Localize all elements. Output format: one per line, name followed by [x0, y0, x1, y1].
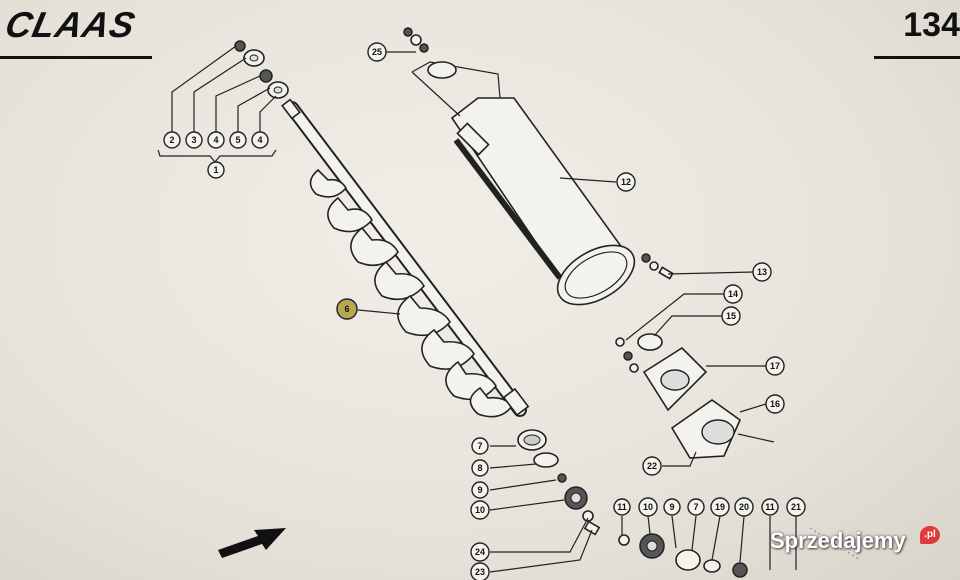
callout-11: 11 [613, 498, 631, 516]
header-rule-right [874, 56, 960, 59]
callout-7: 7 [687, 498, 705, 516]
auger-assembly [285, 101, 530, 418]
watermark-badge: .pl [920, 526, 940, 544]
svg-text:24: 24 [475, 547, 485, 557]
callout-13: 13 [752, 262, 772, 282]
callout-10: 10 [638, 497, 658, 517]
callout-5: 5 [229, 131, 247, 149]
tube-clamp [456, 122, 490, 156]
callout-11: 11 [761, 498, 779, 516]
svg-text:10: 10 [643, 502, 653, 512]
callout-23: 23 [470, 562, 490, 580]
svg-text:19: 19 [715, 502, 725, 512]
top-hardware [234, 40, 301, 120]
callout-9: 9 [471, 481, 489, 499]
svg-text:5: 5 [235, 135, 240, 145]
bearing [675, 549, 701, 571]
auger-tube [403, 27, 636, 306]
auger-flight [309, 168, 347, 198]
svg-text:20: 20 [739, 502, 749, 512]
callout-9: 9 [663, 498, 681, 516]
svg-text:23: 23 [475, 567, 485, 577]
callout-24: 24 [470, 542, 490, 562]
callout-22: 22 [642, 456, 662, 476]
auger-flight [350, 226, 399, 267]
seal-ring [637, 333, 663, 351]
shaft-stub [281, 98, 301, 120]
svg-text:7: 7 [693, 502, 698, 512]
nut [259, 69, 273, 83]
callout-8: 8 [471, 459, 489, 477]
bottom-row-hardware [618, 527, 861, 578]
callout-6: 6 [336, 298, 358, 320]
direction-arrow [218, 528, 286, 558]
svg-text:11: 11 [765, 502, 775, 512]
callout-1: 1 [207, 161, 225, 179]
svg-text:21: 21 [791, 502, 801, 512]
ring [533, 452, 559, 468]
svg-text:9: 9 [669, 502, 674, 512]
svg-text:17: 17 [770, 361, 780, 371]
svg-text:8: 8 [477, 463, 482, 473]
svg-text:22: 22 [647, 461, 657, 471]
svg-text:15: 15 [726, 311, 736, 321]
right-hardware [615, 253, 775, 459]
svg-text:9: 9 [477, 485, 482, 495]
auger-flight [327, 196, 373, 233]
callout-12: 12 [616, 172, 636, 192]
callout-14: 14 [723, 284, 743, 304]
callout-15: 15 [721, 306, 741, 326]
callout-2: 2 [163, 131, 181, 149]
callout-10: 10 [470, 500, 490, 520]
page-number: 134 [903, 6, 960, 44]
svg-text:2: 2 [169, 135, 174, 145]
callout-21: 21 [786, 497, 806, 517]
tube-bail [411, 61, 501, 117]
svg-text:16: 16 [770, 399, 780, 409]
svg-text:11: 11 [617, 502, 627, 512]
svg-text:13: 13 [757, 267, 767, 277]
callout-20: 20 [734, 497, 754, 517]
svg-text:14: 14 [728, 289, 738, 299]
callout-16: 16 [765, 394, 785, 414]
svg-text:10: 10 [475, 505, 485, 515]
shaft-end [502, 387, 530, 417]
svg-text:1: 1 [213, 165, 218, 175]
svg-text:3: 3 [191, 135, 196, 145]
callout-19: 19 [710, 497, 730, 517]
callout-3: 3 [185, 131, 203, 149]
callout-25: 25 [367, 42, 387, 62]
svg-text:12: 12 [621, 177, 631, 187]
callout-4: 4 [207, 131, 225, 149]
svg-text:7: 7 [477, 441, 482, 451]
callout-17: 17 [765, 356, 785, 376]
lower-hardware [517, 429, 601, 536]
watermark-text: Sprzedajemy [770, 528, 906, 553]
svg-text:6: 6 [344, 304, 349, 314]
bail-eye [427, 61, 457, 79]
auger-flight [469, 386, 514, 418]
nut [234, 40, 246, 52]
svg-text:25: 25 [372, 47, 382, 57]
svg-text:4: 4 [213, 135, 218, 145]
callout-7: 7 [471, 437, 489, 455]
callout-4: 4 [251, 131, 269, 149]
svg-text:4: 4 [257, 135, 262, 145]
header-rule-left [0, 56, 152, 59]
